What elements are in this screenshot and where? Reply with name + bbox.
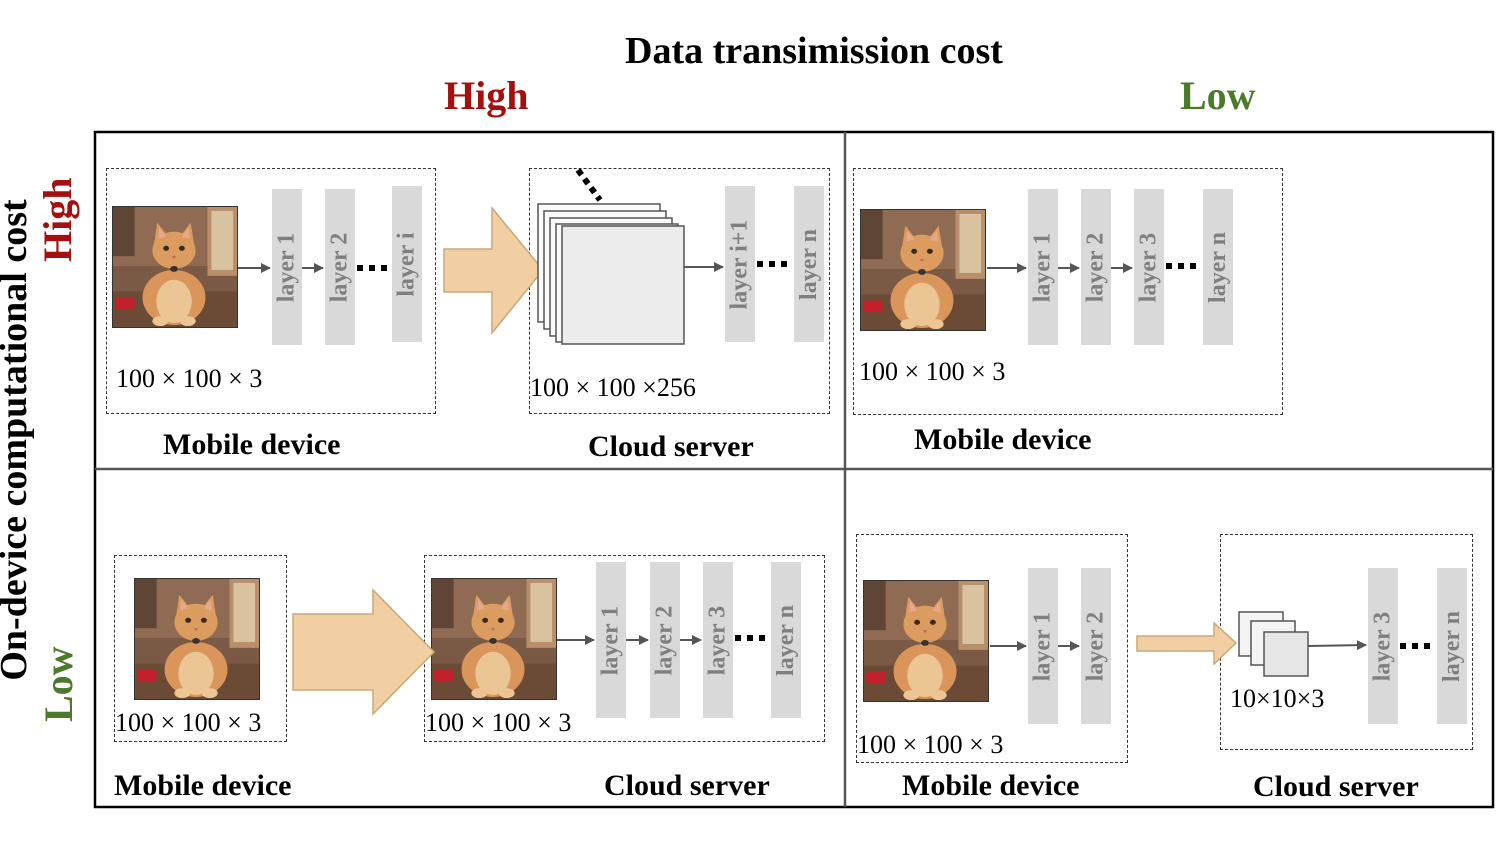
column-header-low: Low <box>1180 73 1256 118</box>
q2-cat-photo-icon <box>860 209 986 331</box>
q1-big-transfer-arrow <box>443 205 544 336</box>
q3-big-transfer-arrow <box>292 588 436 716</box>
q4-cloud-layer-3: layer 3 <box>1368 568 1398 724</box>
q4-mobile-layer-1: layer 1 <box>1028 568 1058 724</box>
q3-cloud-layer-n: layer n <box>771 562 801 718</box>
q1-feature-map-stack <box>537 203 685 345</box>
q1-cloud-layer-n: layer n <box>794 186 824 342</box>
q4-mobile-dims: 100 × 100 × 3 <box>857 730 1004 759</box>
q2-mobile-box <box>853 168 1283 415</box>
q3-cloud-dims: 100 × 100 × 3 <box>425 708 572 737</box>
q1-cloud-dims: 100 × 100 ×256 <box>530 373 696 402</box>
q1-cloud-layer-i1: layer i+1 <box>725 186 755 342</box>
q4-mobile-caption: Mobile device <box>902 769 1080 802</box>
q4-cloud-caption: Cloud server <box>1253 770 1419 803</box>
q1-mobile-layer-1: layer 1 <box>272 189 302 345</box>
q2-mobile-layer-2: layer 2 <box>1081 189 1111 345</box>
q1-mobile-box <box>106 168 436 414</box>
q1-cloud-caption: Cloud server <box>588 430 754 463</box>
q4-mobile-layer-2: layer 2 <box>1081 568 1111 724</box>
q1-mobile-caption: Mobile device <box>163 428 341 461</box>
q4-feature-map-stack <box>1238 611 1309 677</box>
q2-mobile-layer-1: layer 1 <box>1028 189 1058 345</box>
q1-cat-photo-icon <box>112 206 238 328</box>
q3-mobile-caption: Mobile device <box>114 769 292 802</box>
q4-mobile-box <box>856 534 1128 763</box>
q4-small-transfer-arrow <box>1136 621 1238 666</box>
diagram-title: Data transimission cost <box>625 30 1003 72</box>
q4-cat-photo-icon <box>863 580 989 702</box>
q4-cloud-dims: 10×10×3 <box>1230 684 1325 713</box>
q4-cloud-layer-n: layer n <box>1437 568 1467 724</box>
q3-cloud-caption: Cloud server <box>604 769 770 802</box>
q1-mobile-dims: 100 × 100 × 3 <box>116 364 263 393</box>
q3-mobile-box <box>114 555 287 742</box>
q2-mobile-caption: Mobile device <box>914 423 1092 456</box>
q4-arrow-stack-to-layer3 <box>1307 640 1367 651</box>
q3-mobile-cat-photo-icon <box>134 578 260 700</box>
q3-cloud-cat-photo-icon <box>431 578 557 700</box>
q1-cloud-box <box>529 168 830 414</box>
q3-cloud-layer-1: layer 1 <box>596 562 626 718</box>
q1-mobile-layer-2: layer 2 <box>325 189 355 345</box>
q3-cloud-layer-2: layer 2 <box>650 562 680 718</box>
q3-mobile-dims: 100 × 100 × 3 <box>115 708 262 737</box>
q2-mobile-dims: 100 × 100 × 3 <box>859 357 1006 386</box>
q2-mobile-layer-3: layer 3 <box>1134 189 1164 345</box>
q2-mobile-layer-n: layer n <box>1203 189 1233 345</box>
column-header-high: High <box>444 73 529 118</box>
q3-cloud-layer-3: layer 3 <box>703 562 733 718</box>
q1-mobile-layer-i: layer i <box>392 186 422 342</box>
q1-stack-ellipsis <box>575 168 603 202</box>
